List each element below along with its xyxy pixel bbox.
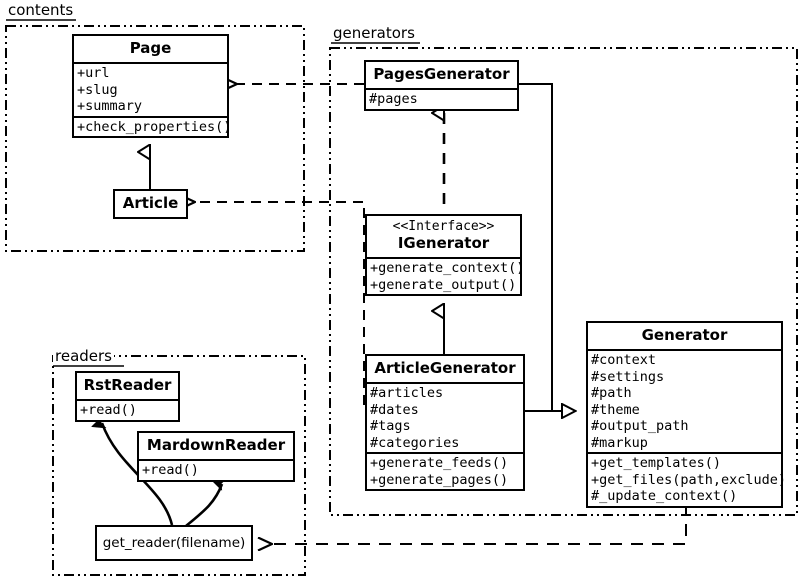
relation-getreader-calls-mardownreader (185, 484, 222, 528)
class-attributes-article-generator: #articles #dates #tags #categories (367, 382, 523, 452)
method-item: +get_files(path,exclude) (591, 471, 787, 488)
class-attributes-pages-generator: #pages (366, 88, 517, 109)
class-box-page[interactable]: Page +url +slug +summary +check_properti… (72, 34, 232, 138)
attribute-item: #dates (370, 401, 419, 418)
class-box-mardown-reader[interactable]: MardownReader +read() (137, 431, 295, 482)
attribute-item: #categories (370, 434, 460, 451)
class-title-mardown-reader: MardownReader (146, 436, 286, 454)
class-title-article-generator: ArticleGenerator (374, 359, 516, 377)
method-item: +get_templates() (591, 455, 722, 471)
method-item: +generate_output() (370, 276, 517, 293)
class-methods-page: +check_properties() (74, 115, 232, 137)
class-box-igenerator[interactable]: <<Interface>> IGenerator +generate_conte… (365, 214, 525, 296)
package-label-readers: readers (53, 347, 114, 365)
relation-articlegenerator-depends-article (195, 202, 365, 405)
attribute-item: #markup (591, 434, 648, 451)
class-box-pages-generator[interactable]: PagesGenerator #pages (364, 60, 519, 111)
method-item: +read() (142, 462, 199, 478)
attribute-item: #tags (370, 418, 411, 434)
attribute-item: +slug (77, 81, 118, 98)
attribute-item: #path (591, 385, 632, 401)
class-attributes-page: +url +slug +summary (74, 62, 227, 116)
class-box-rst-reader[interactable]: RstReader +read() (75, 371, 180, 422)
package-label-generators: generators (331, 24, 417, 42)
package-label-contents: contents (6, 1, 76, 19)
method-item: +generate_feeds() (370, 455, 509, 471)
class-methods-igenerator: +generate_context() +generate_output() (367, 257, 525, 294)
method-item: +check_properties() (77, 118, 232, 135)
attribute-item: +summary (77, 98, 143, 114)
attribute-item: #context (591, 352, 657, 368)
class-methods-generator: +get_templates() +get_files(path,exclude… (588, 452, 787, 506)
class-methods-rst-reader: +read() (77, 399, 178, 420)
method-item: +generate_context() (370, 260, 525, 276)
class-box-article-generator[interactable]: ArticleGenerator #articles #dates #tags … (365, 354, 525, 491)
function-label-get-reader: get_reader(filename) (102, 535, 246, 551)
class-attributes-generator: #context #settings #path #theme #output_… (588, 349, 781, 452)
class-methods-article-generator: +generate_feeds() +generate_pages() (367, 452, 523, 489)
class-title-page: Page (129, 39, 172, 57)
class-box-generator[interactable]: Generator #context #settings #path #them… (586, 321, 787, 508)
attribute-item: #articles (370, 385, 444, 401)
class-title-igenerator: IGenerator (397, 234, 490, 252)
class-title-article: Article (122, 194, 179, 212)
method-item: #_update_context() (591, 488, 738, 504)
attribute-item: #pages (369, 91, 418, 107)
method-item: +read() (80, 402, 137, 418)
class-title-pages-generator: PagesGenerator (373, 65, 510, 83)
method-item: +generate_pages() (370, 471, 509, 488)
class-stereotype-igenerator: <<Interface>> (392, 219, 495, 234)
attribute-item: #settings (591, 368, 665, 385)
class-title-generator: Generator (641, 326, 728, 344)
class-box-article[interactable]: Article (113, 189, 188, 219)
attribute-item: +url (77, 65, 110, 81)
attribute-item: #output_path (591, 418, 689, 434)
class-title-rst-reader: RstReader (83, 376, 172, 394)
relation-generator-depends-getreader (272, 503, 687, 544)
attribute-item: #theme (591, 401, 640, 418)
class-methods-mardown-reader: +read() (139, 459, 293, 480)
function-box-get-reader[interactable]: get_reader(filename) (95, 525, 253, 561)
